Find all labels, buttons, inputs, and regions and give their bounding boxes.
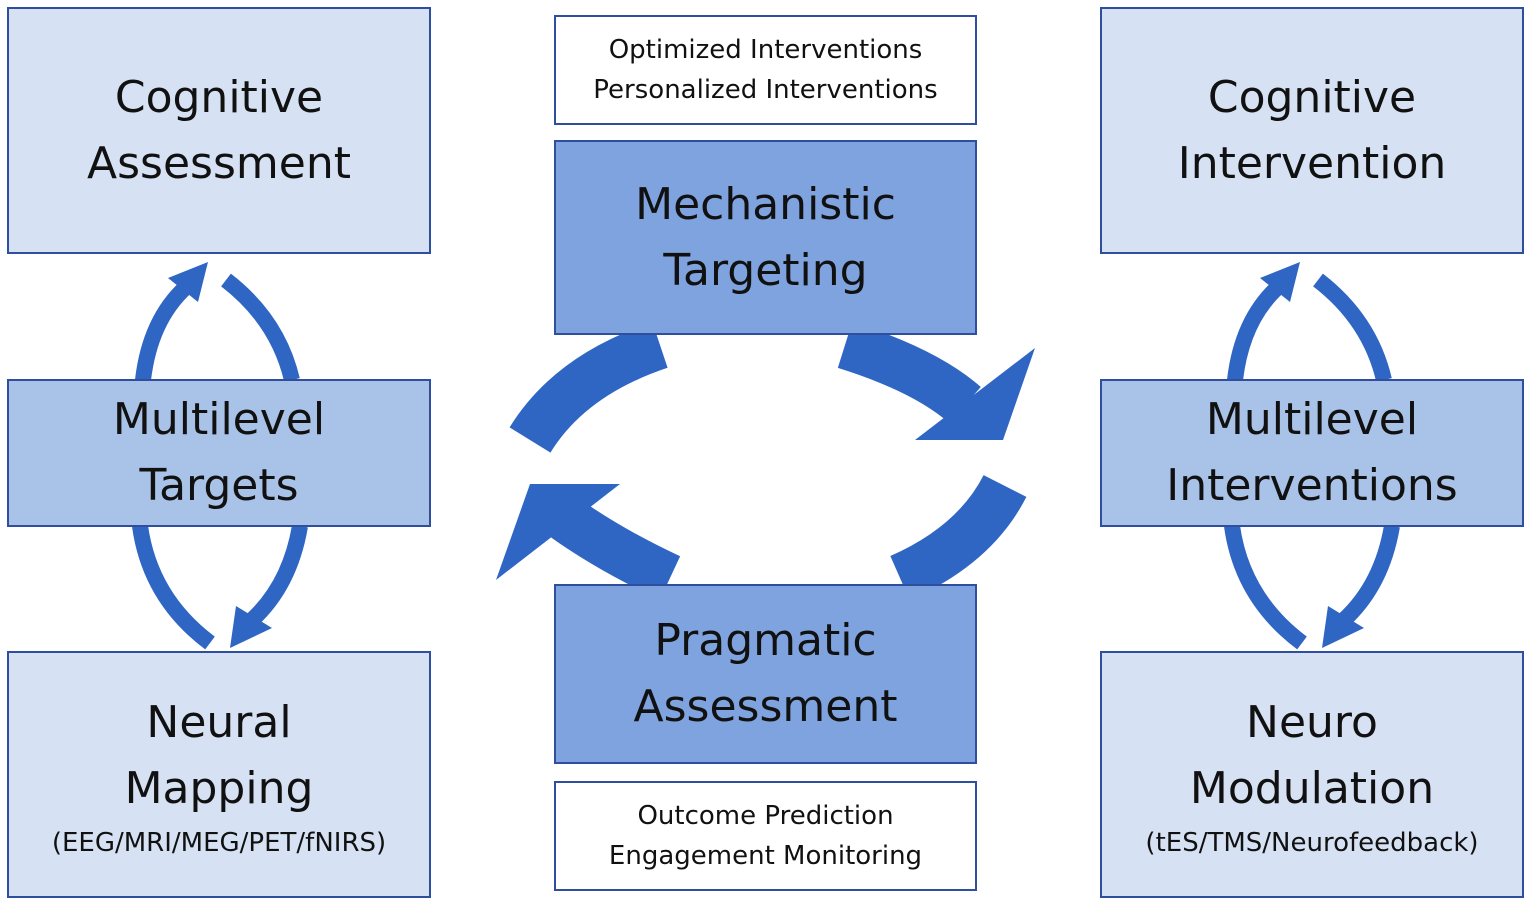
cognitive-assessment-box: Cognitive Assessment [7, 7, 431, 254]
right-arc-down-icon [1313, 273, 1392, 382]
cycle-arrow-bottom-icon [496, 474, 1027, 600]
multilevel-interventions-line1: Multilevel [1205, 394, 1419, 445]
mechanistic-targeting-line1: Mechanistic [635, 178, 896, 230]
engagement-monitoring-text: Engagement Monitoring [608, 841, 923, 871]
cognitive-intervention-line1: Cognitive [1207, 71, 1417, 123]
cognitive-intervention-line2: Intervention [1177, 137, 1447, 189]
multilevel-interventions-box: Multilevel Interventions [1100, 379, 1524, 527]
neuro-modulation-line2: Modulation [1189, 762, 1435, 814]
neural-mapping-box: Neural Mapping (EEG/MRI/MEG/PET/fNIRS) [7, 651, 431, 898]
pragmatic-assessment-box: Pragmatic Assessment [554, 584, 977, 764]
neuro-modulation-line1: Neuro [1246, 696, 1378, 748]
cognitive-intervention-box: Cognitive Intervention [1100, 7, 1524, 254]
left-curved-arrow-up-icon [135, 262, 208, 382]
neural-mapping-line2: Mapping [124, 762, 314, 814]
outcome-prediction-text: Outcome Prediction [637, 801, 894, 831]
multilevel-targets-line1: Multilevel [112, 394, 326, 445]
mechanistic-targeting-box: Mechanistic Targeting [554, 140, 977, 335]
cycle-arrow-top-icon [509, 322, 1035, 454]
right-curved-arrow-up-icon [1227, 262, 1300, 382]
multilevel-interventions-line2: Interventions [1166, 460, 1458, 511]
right-arc-lower-icon [1224, 524, 1307, 650]
outcome-prediction-note: Outcome Prediction Engagement Monitoring [554, 781, 977, 891]
neuro-modulation-box: Neuro Modulation (tES/TMS/Neurofeedback) [1100, 651, 1524, 898]
optimized-interventions-note: Optimized Interventions Personalized Int… [554, 15, 977, 125]
cognitive-assessment-line2: Assessment [87, 137, 351, 189]
neuro-modulation-methods: (tES/TMS/Neurofeedback) [1145, 827, 1479, 858]
left-curved-arrow-down-icon [230, 524, 308, 648]
neural-mapping-line1: Neural [146, 696, 292, 748]
right-curved-arrow-down-icon [1322, 524, 1400, 648]
neural-mapping-methods: (EEG/MRI/MEG/PET/fNIRS) [51, 827, 387, 858]
mechanistic-targeting-line2: Targeting [663, 244, 868, 296]
multilevel-targets-line2: Targets [139, 460, 299, 511]
multilevel-targets-box: Multilevel Targets [7, 379, 431, 527]
optimized-interventions-text: Optimized Interventions [608, 35, 923, 65]
left-arc-lower-icon [132, 524, 215, 650]
pragmatic-assessment-line2: Assessment [633, 681, 898, 732]
cognitive-assessment-line1: Cognitive [114, 71, 324, 123]
personalized-interventions-text: Personalized Interventions [593, 75, 938, 105]
left-arc-down-icon [221, 273, 300, 382]
pragmatic-assessment-line1: Pragmatic [654, 615, 877, 666]
